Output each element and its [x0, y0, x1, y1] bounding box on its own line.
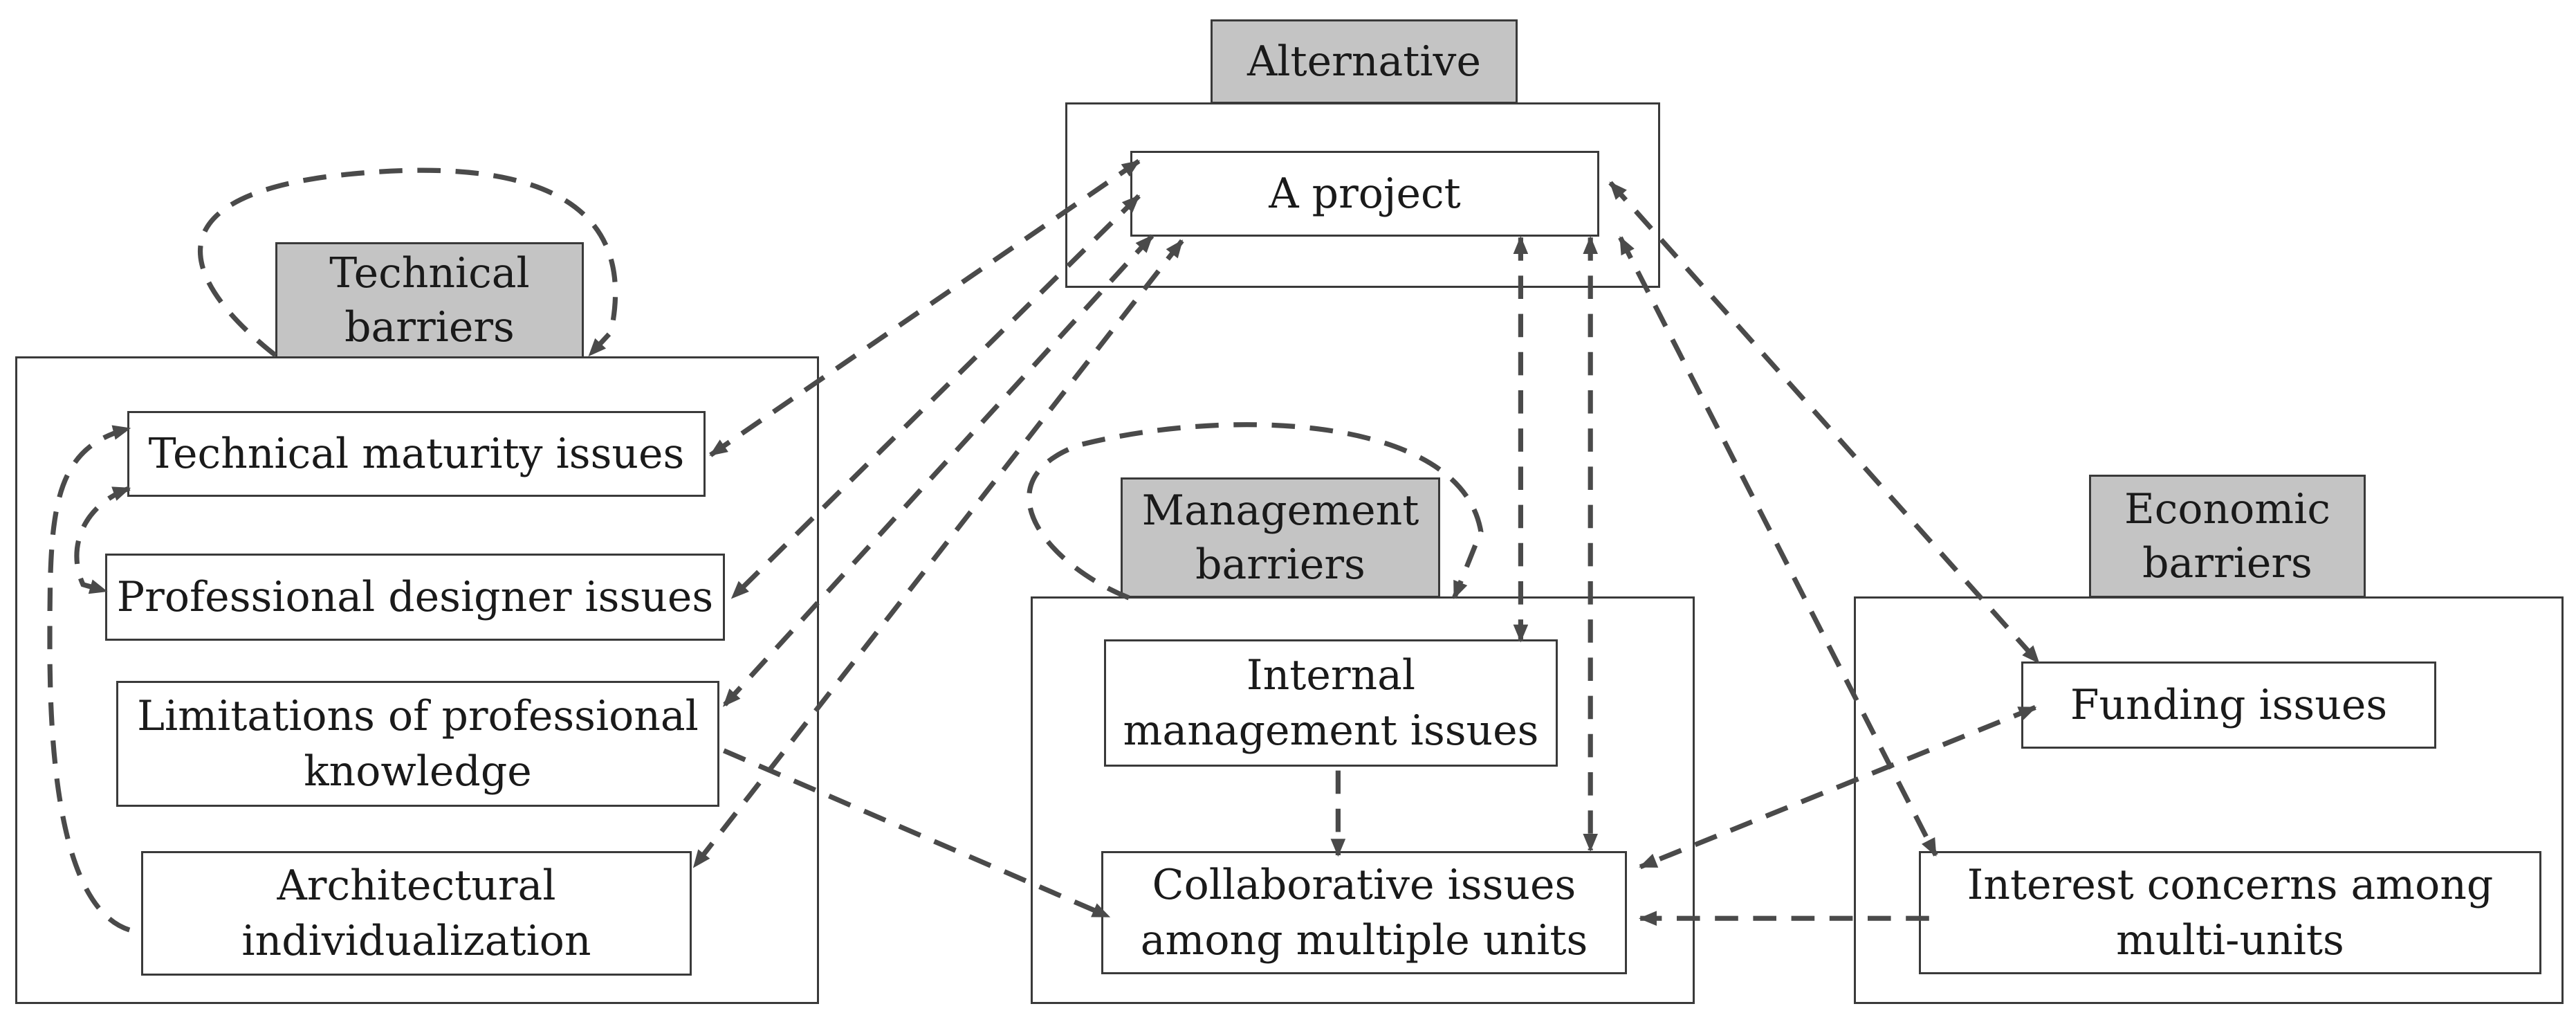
a-project-node: A project	[1130, 151, 1599, 237]
collaborative-issues-node: Collaborative issues among multiple unit…	[1101, 851, 1627, 974]
management-barriers-tab: Management barriers	[1121, 477, 1440, 598]
technical-maturity-issues-node: Technical maturity issues	[127, 411, 706, 497]
limitations-of-professional-knowledge-node: Limitations of professional knowledge	[116, 681, 719, 807]
professional-designer-issues-node: Professional designer issues	[105, 554, 725, 641]
alternative-tab: Alternative	[1211, 19, 1518, 104]
interest-concerns-node: Interest concerns among multi-units	[1919, 851, 2541, 974]
funding-issues-node: Funding issues	[2021, 661, 2436, 749]
technical-barriers-tab: Technical barriers	[275, 242, 584, 358]
architectural-individualization-node: Architectural individualization	[141, 851, 692, 976]
internal-management-issues-node: Internal management issues	[1104, 639, 1558, 767]
project-funding-link	[1608, 181, 2041, 664]
economic-barriers-tab: Economic barriers	[2089, 475, 2366, 598]
